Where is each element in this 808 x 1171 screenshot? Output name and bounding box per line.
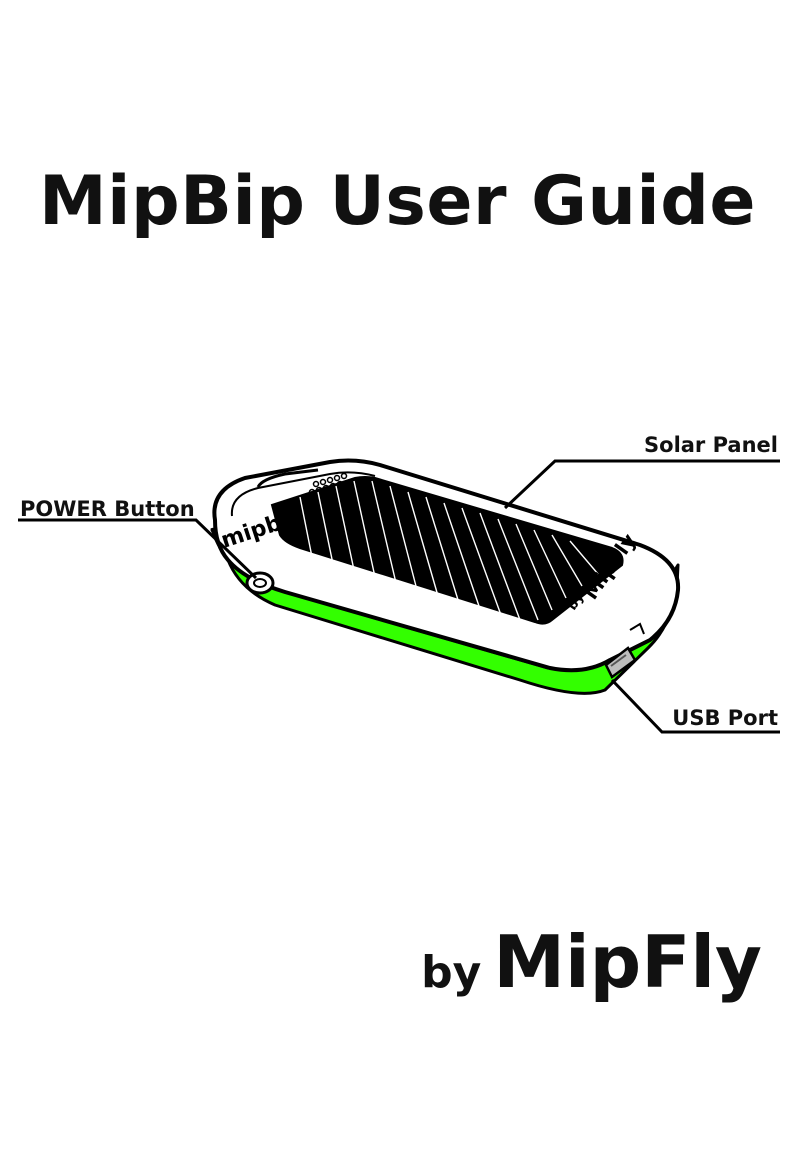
solar-panel-label: Solar Panel [644, 433, 778, 457]
byline: by MipFly [421, 920, 762, 1004]
power-button-leader-line [18, 518, 258, 580]
usb-port-leader-line [610, 678, 780, 734]
solar-panel-leader-line [503, 459, 780, 510]
solar-panel-gridlines [299, 480, 599, 621]
power-button-label: POWER Button [20, 497, 195, 521]
usb-port-icon [604, 646, 637, 679]
byline-by: by [421, 947, 482, 998]
usb-port-label: USB Port [672, 706, 778, 730]
solar-panel [270, 476, 624, 625]
byline-brand: MipFly [493, 920, 762, 1004]
document-title: MipBip User Guide [39, 162, 756, 241]
power-button-icon [245, 571, 275, 595]
